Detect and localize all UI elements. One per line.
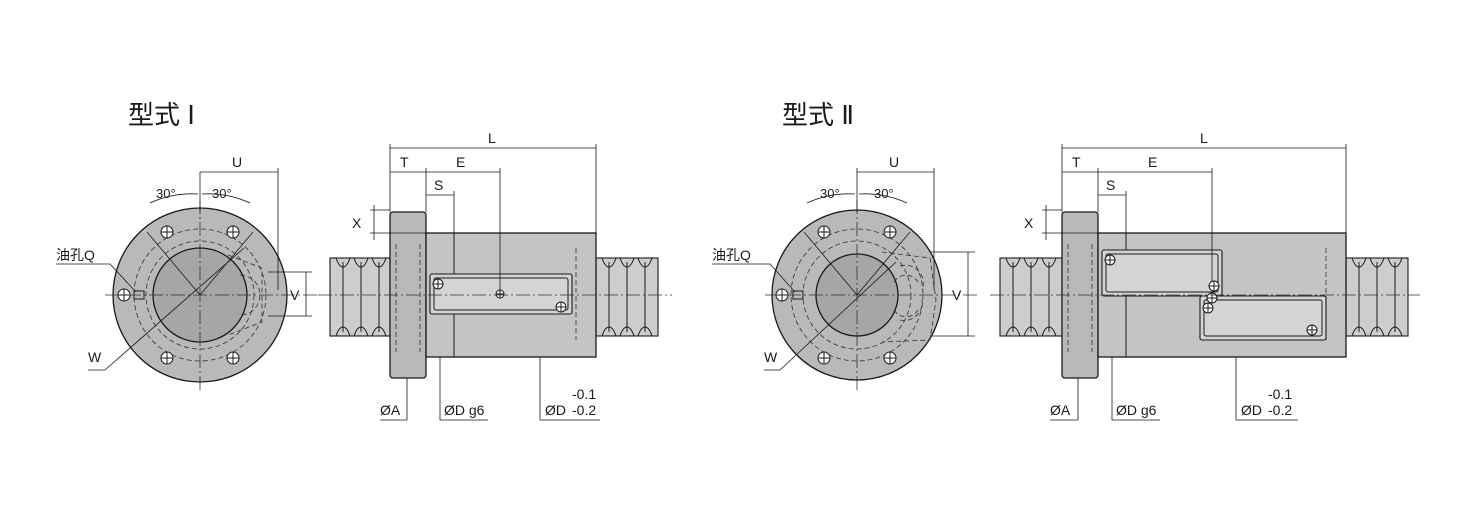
tol-lower: -0.2	[1268, 402, 1292, 418]
return-plate-left	[1101, 249, 1223, 297]
type-2-front-view: W 油孔Q 30° 30° U V	[712, 154, 980, 390]
dim-dia-d: ØD	[1241, 402, 1262, 418]
dim-u: U	[232, 154, 242, 170]
bolt-holes	[775, 225, 897, 365]
recirculation-hidden	[227, 254, 263, 336]
type-1-front-view: W 油孔Q 30° 30° U V	[56, 154, 320, 390]
tol-upper: -0.1	[1268, 386, 1292, 402]
dim-dia-d-g6: ØD g6	[444, 402, 485, 418]
dim-l: L	[488, 130, 496, 146]
screw-shaft-left	[329, 257, 391, 337]
type-2-title: 型式 Ⅱ	[782, 100, 854, 130]
dim-v: V	[290, 287, 300, 303]
angle-left: 30°	[820, 186, 840, 201]
dim-dia-d-g6: ØD g6	[1116, 402, 1157, 418]
type-2-side-view: L T E S X ØA ØD g6 ØD -0.2 -0.1	[990, 130, 1420, 421]
dim-s: S	[1106, 177, 1115, 193]
dim-dia-a: ØA	[380, 402, 401, 418]
dim-t: T	[1072, 154, 1081, 170]
dim-x: X	[1024, 215, 1034, 231]
type-2-drawing: 型式 Ⅱ	[712, 100, 1420, 421]
tol-upper: -0.1	[572, 386, 596, 402]
angle-left: 30°	[156, 186, 176, 201]
angle-right: 30°	[874, 186, 894, 201]
return-plate-right	[1199, 295, 1327, 341]
dim-s: S	[434, 177, 443, 193]
dim-dia-a: ØA	[1050, 402, 1071, 418]
dim-w: W	[88, 349, 102, 365]
dim-e: E	[456, 154, 465, 170]
label-oil-hole: 油孔Q	[56, 247, 95, 263]
type-1-side-view: L T E S X ØA ØD g6 ØD -0.2 -0.1	[318, 130, 672, 421]
dim-v: V	[952, 287, 962, 303]
bolt-holes	[117, 225, 240, 365]
dim-t: T	[400, 154, 409, 170]
dim-dia-d: ØD	[545, 402, 566, 418]
tol-lower: -0.2	[572, 402, 596, 418]
type-1-title: 型式 Ⅰ	[128, 100, 195, 130]
recirculation-hidden	[881, 251, 937, 343]
dim-l: L	[1200, 130, 1208, 146]
label-oil-hole: 油孔Q	[712, 247, 751, 263]
angle-right: 30°	[212, 186, 232, 201]
type-1-drawing: 型式 Ⅰ	[56, 100, 672, 421]
dim-w: W	[764, 349, 778, 365]
dim-x: X	[352, 215, 362, 231]
dim-u: U	[889, 154, 899, 170]
dim-e: E	[1148, 154, 1157, 170]
